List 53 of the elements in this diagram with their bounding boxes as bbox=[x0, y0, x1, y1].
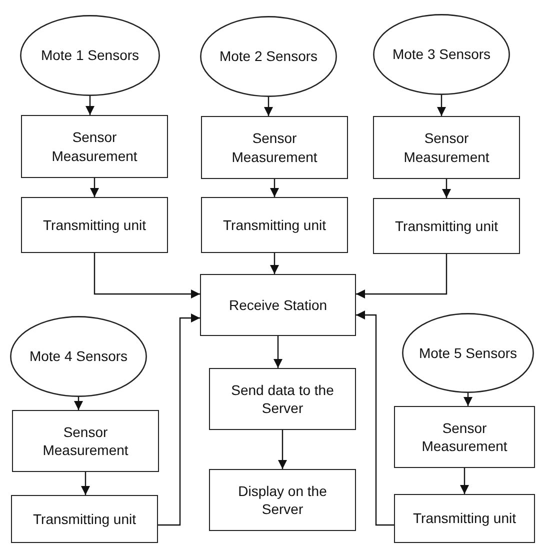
sensor-ellipse bbox=[20, 15, 160, 96]
process-box bbox=[201, 116, 348, 179]
arrow bbox=[90, 178, 99, 197]
process-box bbox=[394, 494, 535, 543]
process-box bbox=[12, 410, 159, 472]
node-text: Mote 4 Sensors bbox=[28, 347, 129, 366]
arrow bbox=[464, 393, 472, 406]
arrow bbox=[158, 314, 200, 526]
node-text: Sensor Measurement bbox=[420, 418, 508, 456]
arrow bbox=[94, 253, 200, 298]
arrow bbox=[264, 97, 273, 116]
node-text: Sensor Measurement bbox=[402, 129, 490, 166]
sensor-ellipse bbox=[200, 16, 337, 97]
arrow bbox=[460, 468, 469, 494]
node-text: Transmitting unit bbox=[42, 216, 147, 234]
node-text: Send data to the Server bbox=[230, 380, 335, 418]
process-box bbox=[209, 368, 356, 430]
arrow bbox=[270, 253, 279, 274]
arrow bbox=[437, 95, 446, 116]
node-text: Mote 1 Sensors bbox=[40, 46, 140, 65]
node-text: Transmitting unit bbox=[32, 510, 137, 528]
process-box bbox=[209, 469, 356, 531]
process-box bbox=[21, 115, 168, 178]
process-box bbox=[373, 198, 520, 254]
process-box bbox=[21, 197, 168, 253]
node-text: Transmitting unit bbox=[412, 509, 517, 528]
arrow bbox=[81, 472, 90, 495]
node-text: Display on the Server bbox=[237, 482, 328, 518]
process-box bbox=[11, 495, 158, 543]
node-text: Mote 5 Sensors bbox=[418, 344, 518, 362]
arrow bbox=[356, 310, 394, 526]
node-text: Sensor Measurement bbox=[230, 129, 318, 166]
sensor-ellipse bbox=[402, 313, 534, 393]
node-text: Transmitting unit bbox=[222, 216, 327, 234]
node-text: Sensor Measurement bbox=[50, 128, 138, 165]
arrow bbox=[278, 430, 287, 469]
node-text: Transmitting unit bbox=[394, 216, 499, 236]
sensor-ellipse bbox=[10, 316, 147, 397]
node-text: Mote 2 Sensors bbox=[218, 47, 319, 66]
node-text: Receive Station bbox=[228, 296, 328, 314]
arrow bbox=[274, 336, 282, 368]
node-text: Sensor Measurement bbox=[42, 422, 130, 460]
arrow bbox=[356, 254, 448, 298]
arrow bbox=[74, 397, 83, 410]
sensor-ellipse bbox=[373, 14, 510, 95]
process-box bbox=[373, 116, 520, 179]
arrow bbox=[86, 96, 94, 115]
arrow bbox=[442, 179, 451, 198]
arrow bbox=[270, 179, 279, 197]
node-text: Mote 3 Sensors bbox=[391, 45, 492, 64]
process-box bbox=[394, 406, 535, 468]
process-box bbox=[200, 274, 356, 336]
process-box bbox=[201, 197, 348, 253]
